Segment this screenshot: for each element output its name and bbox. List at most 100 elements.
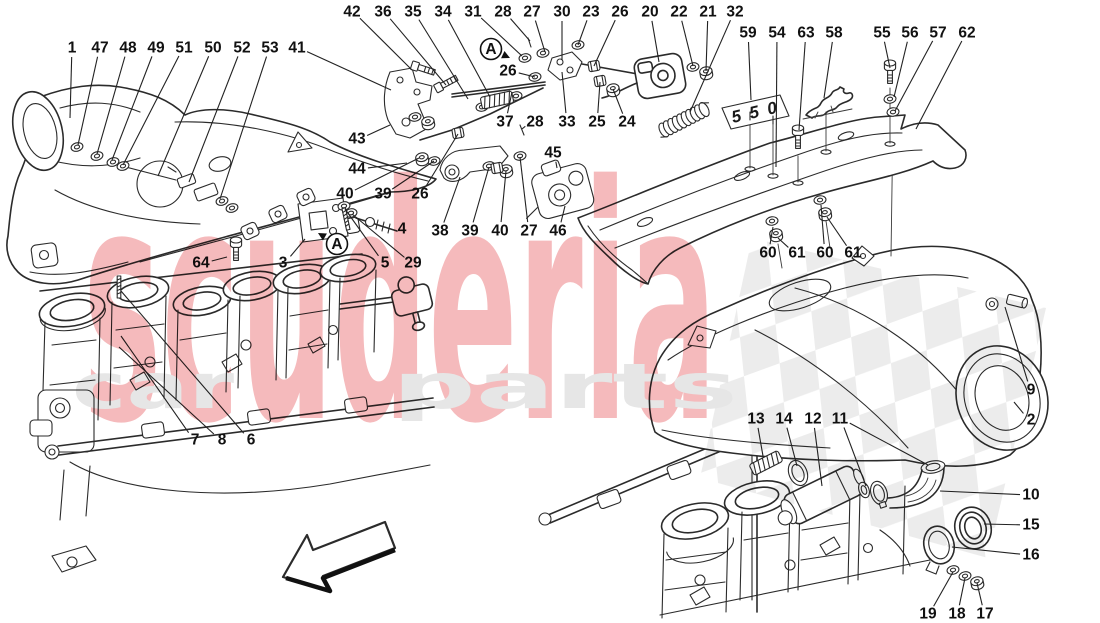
leader-line	[798, 41, 806, 131]
leader-line	[577, 20, 588, 46]
callout-64: 64	[192, 255, 210, 272]
callout-4: 4	[398, 221, 407, 238]
callout-24: 24	[618, 114, 636, 131]
callout-16: 16	[1022, 547, 1040, 564]
leader-line	[775, 41, 778, 168]
callout-33: 33	[558, 114, 576, 131]
callout-1: 1	[68, 40, 77, 57]
callout-48: 48	[119, 40, 137, 57]
leader-line	[120, 335, 190, 433]
tie-rod-ball-joint	[339, 276, 434, 332]
callout-60: 60	[816, 245, 833, 262]
callout-32: 32	[726, 4, 743, 21]
callout-12: 12	[804, 411, 821, 428]
hardware-st	[116, 275, 122, 299]
callout-17: 17	[976, 606, 993, 623]
hardware-w	[535, 47, 551, 59]
callout-44: 44	[348, 161, 366, 178]
leader-line	[534, 20, 546, 53]
hardware-w	[764, 215, 780, 227]
leader-line	[894, 40, 934, 112]
detail-marker-arrow	[318, 233, 327, 241]
callout-40: 40	[336, 186, 353, 203]
leader-line	[211, 256, 228, 262]
callout-23: 23	[582, 4, 600, 21]
leader-line	[939, 490, 1021, 496]
leader-line	[344, 208, 379, 257]
leader-line	[425, 133, 459, 187]
leader-line	[118, 346, 215, 435]
callout-41: 41	[288, 40, 306, 57]
callout-27: 27	[523, 4, 540, 21]
callout-47: 47	[91, 40, 108, 57]
leader-line	[188, 56, 239, 183]
callout-57: 57	[929, 25, 946, 42]
callout-18: 18	[948, 606, 966, 623]
hardware-w	[685, 61, 701, 73]
callout-26: 26	[411, 186, 429, 203]
hose-elbow-10	[887, 460, 946, 509]
airbox-inlet	[11, 90, 65, 172]
leader-line	[519, 156, 529, 223]
leader-line	[359, 17, 413, 71]
left-throttle-bank	[29, 253, 435, 573]
leader-line	[521, 125, 526, 130]
leader-line	[681, 20, 694, 67]
hardware-w	[945, 564, 961, 576]
bracket-46	[526, 159, 595, 220]
leader-line	[219, 56, 268, 200]
leader-line	[122, 55, 180, 166]
callout-59: 59	[739, 25, 757, 42]
leader-line	[77, 56, 99, 146]
leader-line	[120, 290, 245, 434]
clamp-ring-14	[787, 459, 809, 487]
airbox-cover: 550	[577, 86, 967, 285]
leader-line	[915, 40, 963, 130]
leader-line	[561, 71, 567, 114]
callout-29: 29	[404, 255, 422, 272]
leader-line	[958, 577, 966, 606]
bent-control-rod	[419, 87, 544, 141]
callout-25: 25	[588, 114, 606, 131]
callout-26: 26	[611, 4, 629, 21]
leader-line	[826, 216, 848, 247]
callout-60: 60	[759, 245, 776, 262]
leader-line	[157, 56, 210, 177]
callout-55: 55	[873, 25, 891, 42]
leader-line	[354, 157, 420, 191]
callout-56: 56	[901, 25, 919, 42]
detail-marker-label: A	[485, 41, 496, 58]
leader-line	[96, 56, 126, 155]
leader-line	[593, 19, 616, 67]
bellcrank-lever	[547, 51, 583, 81]
callout-36: 36	[374, 4, 392, 21]
hardware-b	[490, 161, 504, 175]
bracket-3-assembly	[297, 197, 398, 243]
callout-61: 61	[844, 245, 862, 262]
detail-marker-circle	[479, 37, 503, 61]
callout-27: 27	[520, 223, 537, 240]
leader-line	[306, 51, 392, 91]
leader-line	[951, 546, 1021, 555]
leader-line	[777, 237, 789, 248]
callout-63: 63	[797, 25, 815, 42]
adjuster-rod-4	[355, 216, 398, 234]
leader-line	[823, 41, 833, 99]
leader-line	[366, 124, 391, 136]
detail-marker-circle	[325, 232, 349, 256]
callout-34: 34	[434, 4, 452, 21]
callout-51: 51	[175, 40, 193, 57]
detail-marker-label: A	[331, 236, 342, 253]
callout-15: 15	[1022, 517, 1040, 534]
callout-50: 50	[204, 40, 221, 57]
callout-6: 6	[247, 432, 256, 449]
leader-line	[883, 41, 891, 69]
leader-line	[651, 20, 660, 63]
callout-46: 46	[549, 223, 567, 240]
leader-line	[351, 213, 405, 258]
leader-line	[518, 72, 536, 78]
throttle-linkage-cluster	[383, 37, 687, 220]
fuel-fitting	[125, 166, 219, 202]
leader-line	[111, 56, 153, 161]
leader-line	[443, 176, 461, 223]
